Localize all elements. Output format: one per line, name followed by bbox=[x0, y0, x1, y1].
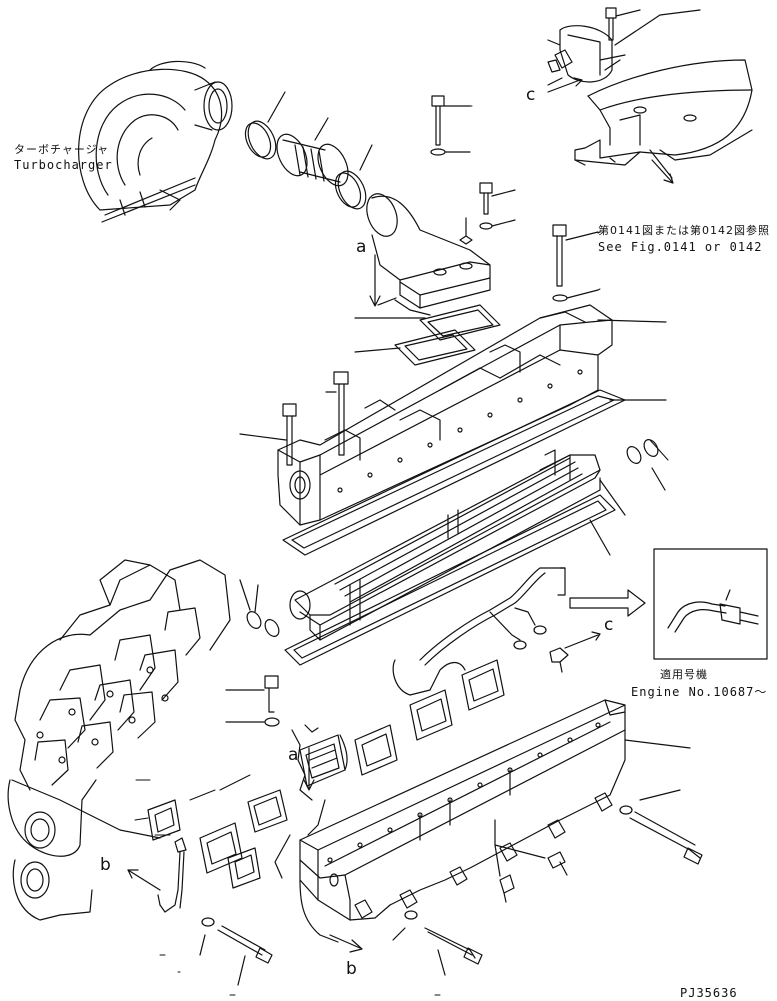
air-connector-elbow-drawing bbox=[366, 193, 491, 316]
applicable-label-jp: 適用号機 bbox=[660, 668, 708, 681]
fig-ref-label-en: See Fig.0141 or 0142 bbox=[598, 240, 763, 254]
plug-drawing bbox=[494, 819, 568, 903]
connector-drawing-5 bbox=[199, 789, 288, 874]
lower-bolt-drawing bbox=[199, 917, 273, 986]
bracket-drawing bbox=[574, 59, 753, 179]
connector-drawing-3 bbox=[409, 661, 466, 741]
wiring-harness-drawing bbox=[274, 567, 566, 879]
air-cover-drawing bbox=[277, 304, 667, 526]
aftercooler-core-drawing bbox=[289, 449, 601, 641]
o-ring-drawing-pair-right bbox=[626, 439, 666, 491]
clamp-ring-drawing-1 bbox=[244, 91, 286, 160]
bolt-drawing-2 bbox=[459, 182, 516, 245]
bolt-drawing-harness bbox=[225, 675, 319, 733]
clamp-ring-drawing-2 bbox=[334, 144, 373, 210]
intake-manifold-drawing bbox=[299, 699, 691, 943]
ref-letter-a-top: a bbox=[356, 237, 367, 257]
o-ring-drawing-pair-left bbox=[239, 579, 280, 637]
arrow-a-mid bbox=[303, 747, 315, 791]
bolt-drawing-1 bbox=[430, 95, 471, 156]
leader-lines bbox=[134, 105, 669, 996]
cylinder-head-block-drawing bbox=[7, 559, 231, 921]
connector-drawing-1 bbox=[299, 734, 346, 787]
drawing-id-label: PJ35636 bbox=[680, 986, 738, 1000]
small-gasket-drawing bbox=[147, 799, 261, 889]
turbocharger-drawing bbox=[78, 60, 233, 223]
manifold-bolt-drawing-bottom bbox=[392, 910, 483, 976]
ref-letter-c-mid: c bbox=[604, 615, 614, 635]
inset-frame bbox=[653, 548, 768, 660]
manifold-bolt-drawing-right bbox=[619, 789, 703, 865]
ref-letter-c-top: c bbox=[526, 85, 536, 105]
turbocharger-label-jp: ターボチャージャ bbox=[14, 143, 110, 156]
connector-drawing-4 bbox=[461, 659, 505, 711]
relay-assembly-drawing bbox=[547, 7, 701, 86]
gasket-drawing-2 bbox=[354, 329, 476, 366]
hose-drawing bbox=[276, 117, 349, 187]
long-gasket-drawing-2 bbox=[284, 479, 626, 666]
arrow-a-top bbox=[369, 254, 397, 307]
long-gasket-drawing-1 bbox=[282, 389, 667, 556]
arrow-b-left bbox=[127, 869, 161, 891]
ref-letter-a-mid: a bbox=[288, 745, 299, 765]
gasket-drawing-1 bbox=[354, 304, 501, 341]
c-arrow-top bbox=[547, 77, 583, 93]
turbocharger-label-en: Turbocharger bbox=[14, 158, 113, 172]
bolt-drawing-cover-1 bbox=[239, 371, 349, 466]
inset-arrow bbox=[569, 589, 646, 617]
lower-pipe-drawing bbox=[157, 837, 187, 913]
fig-ref-label-jp: 第0141図または第0142図参照 bbox=[598, 224, 770, 237]
ref-letter-b-left: b bbox=[100, 855, 111, 875]
long-bolt-drawing-1 bbox=[552, 224, 599, 302]
engine-number-label: Engine No.10687～ bbox=[631, 685, 768, 699]
elbow-fitting-c bbox=[549, 631, 601, 673]
arrow-fig-ref bbox=[651, 159, 674, 184]
connector-drawing-2 bbox=[354, 724, 398, 776]
arrow-b-bottom bbox=[329, 934, 363, 953]
ref-letter-b-bottom: b bbox=[346, 959, 357, 979]
